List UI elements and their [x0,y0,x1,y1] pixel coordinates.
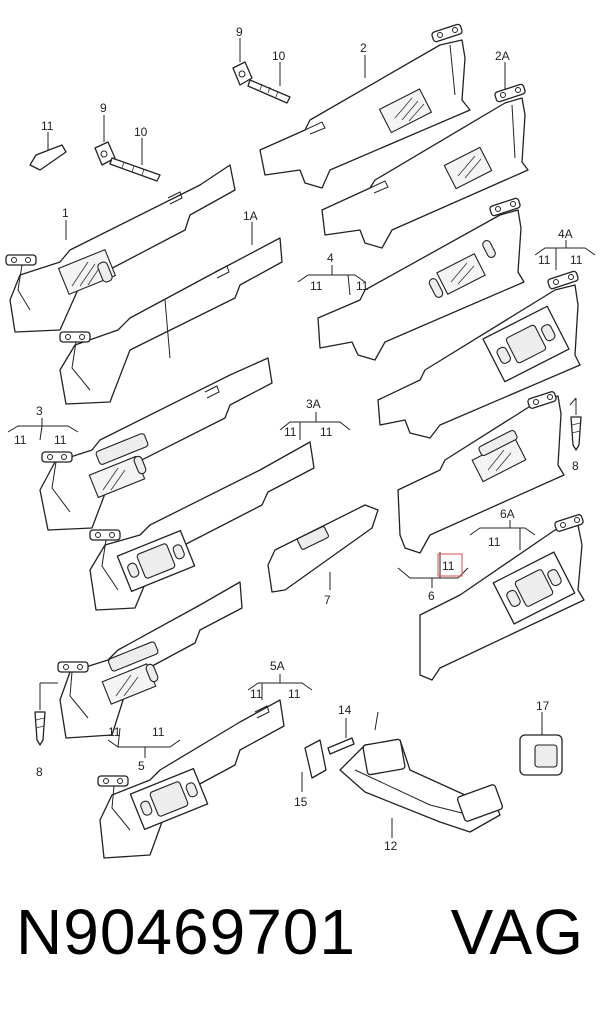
label-6: 6 [428,589,435,603]
grab-handle-12 [339,711,504,833]
screw-14 [327,718,355,755]
visor-5 [57,581,243,739]
label-3A: 3A [306,397,321,411]
label-6A: 6A [500,507,515,521]
visor-6 [397,391,565,554]
label-11-5b: 11 [152,725,165,739]
label-17: 17 [536,699,550,713]
parts-diagram: 2 2A 9 10 9 10 11 1 1A 4 11 11 4A 11 11 … [5,23,596,859]
label-14: 14 [338,703,352,717]
visor-6A [419,514,585,681]
label-2A: 2A [495,49,510,63]
label-15: 15 [294,795,308,809]
visor-1 [5,164,236,333]
bulb-11 [29,132,67,171]
leader-lines [7,55,596,838]
label-11-5Aa: 11 [250,687,263,701]
highlight-box [437,553,463,577]
screw-10-left [109,138,161,182]
visor-3A [89,441,315,611]
label-10a: 10 [272,49,286,63]
part-number: N90469701 [16,896,356,968]
label-1: 1 [62,206,69,220]
clip-9-top [232,38,253,86]
label-9b: 9 [100,101,107,115]
label-11-3Ab: 11 [320,425,333,439]
screw-8-right [570,398,582,451]
label-11-4a: 11 [310,279,323,293]
label-8-right: 8 [572,459,579,473]
label-5A: 5A [270,659,285,673]
visor-2A [321,83,529,249]
label-10b: 10 [134,125,148,139]
cap-17 [519,712,563,776]
visor-5A [97,699,285,859]
label-1A: 1A [243,209,258,223]
label-11-6A: 11 [488,535,501,549]
screw-10-top [247,62,291,104]
label-11-4b: 11 [356,279,369,293]
brand-name: VAG [450,896,584,968]
visor-3 [39,357,273,531]
label-11-5Ab: 11 [288,687,301,701]
label-2: 2 [360,41,367,55]
label-7: 7 [324,593,331,607]
visor-4A [377,270,581,439]
label-11-5a: 11 [108,725,121,739]
label-4A: 4A [558,227,573,241]
label-12: 12 [384,839,398,853]
visor-4 [317,197,525,361]
label-11-3Aa: 11 [284,425,297,439]
label-11-3b: 11 [54,433,67,447]
screw-8-left [34,683,46,746]
label-5: 5 [138,759,145,773]
label-8-left: 8 [36,765,43,779]
label-11-4Aa: 11 [538,253,551,267]
callout-labels: 2 2A 9 10 9 10 11 1 1A 4 11 11 4A 11 11 … [14,25,583,853]
label-11-4Ab: 11 [570,253,583,267]
label-11-6: 11 [442,559,455,573]
label-3: 3 [36,404,43,418]
visor-1A [59,237,283,405]
label-11-3a: 11 [14,433,27,447]
visor-2 [259,23,471,189]
label-9a: 9 [236,25,243,39]
cover-15 [304,739,327,779]
visor-extension-7 [267,504,379,593]
label-11-bulb: 11 [41,119,54,133]
footer: N90469701 VAG [0,895,600,1015]
label-4: 4 [327,251,334,265]
clip-9-left [94,115,116,166]
